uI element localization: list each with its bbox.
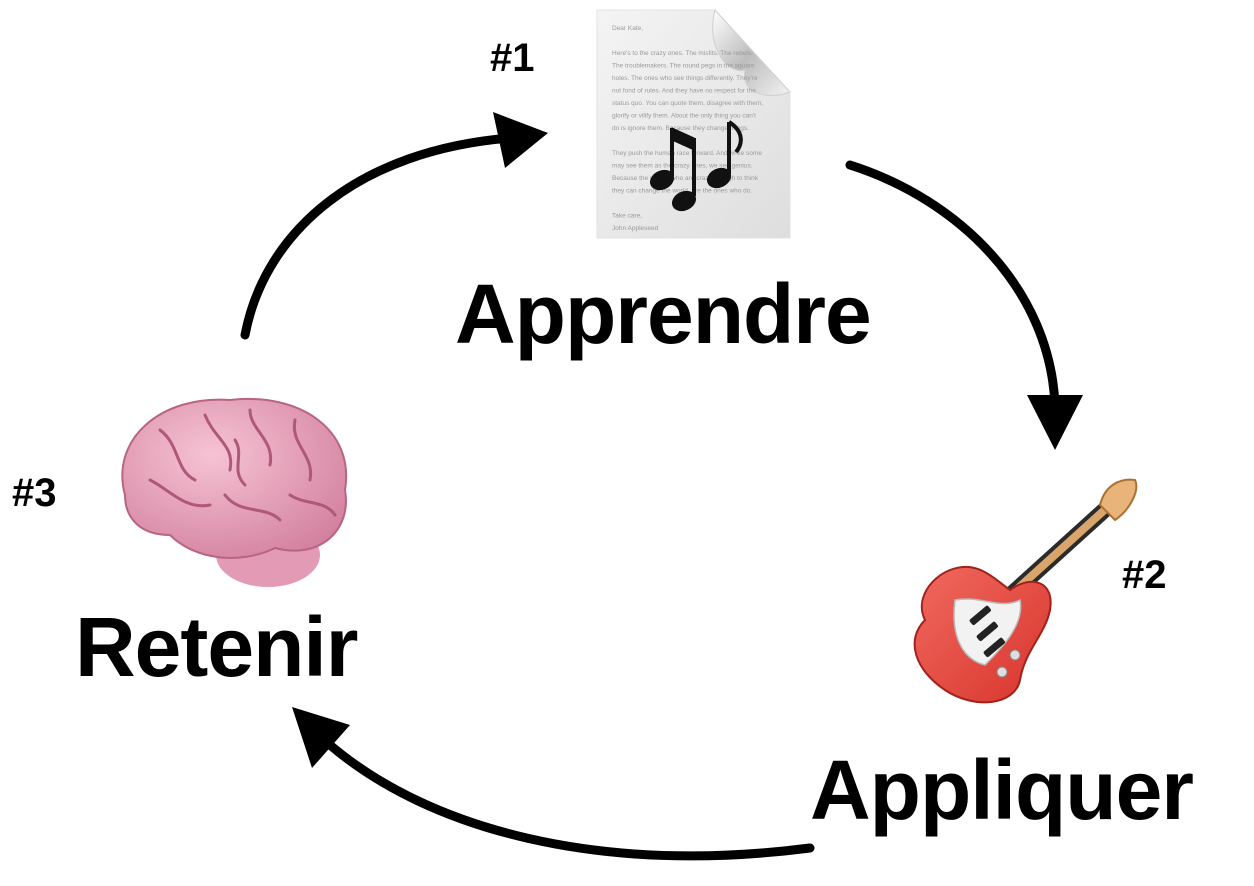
arrow-retenir-to-apprendre [240, 133, 515, 340]
sheet-text-line: Because the people who are crazy enough … [612, 175, 759, 182]
sheet-text-line: Take care, [612, 213, 642, 220]
step-label-appliquer: Appliquer [810, 743, 1194, 837]
sheet-text-line: glorify or vilify them. About the only t… [612, 113, 756, 120]
sheet-text-line: they can change the world, are the ones … [612, 188, 752, 195]
arrow-apprendre-to-appliquer [845, 160, 1060, 410]
arrowhead-1 [493, 112, 548, 168]
sheet-text-line: do is ignore them. Because they change t… [612, 125, 749, 132]
sheet-text-line: not fond of rules. And they have no resp… [612, 88, 756, 95]
sheet-text-line: John Appleseed [612, 225, 659, 232]
step-number-3: #3 [12, 471, 57, 515]
sheet-text-line: holes. The ones who see things different… [612, 75, 758, 82]
arrow-appliquer-to-retenir [325, 740, 815, 861]
arrowhead-3 [292, 707, 350, 768]
step-number-1: #1 [490, 36, 535, 80]
step-number-2: #2 [1122, 553, 1167, 597]
sheet-text-line: Here's to the crazy ones. The misfits. T… [612, 50, 753, 57]
sheet-text-line: They push the human race forward. And wh… [612, 150, 762, 157]
sheet-text-line: may see them as the crazy ones, we see g… [612, 163, 753, 170]
arrowhead-2 [1027, 395, 1083, 450]
step-label-apprendre: Apprendre [455, 267, 872, 361]
sheet-text-line: The troublemakers. The round pegs in the… [612, 63, 755, 70]
sheet-text-line: status quo. You can quote them, disagree… [612, 100, 763, 107]
step-label-retenir: Retenir [75, 600, 358, 694]
sheet-text-line: Dear Kate, [612, 25, 643, 32]
